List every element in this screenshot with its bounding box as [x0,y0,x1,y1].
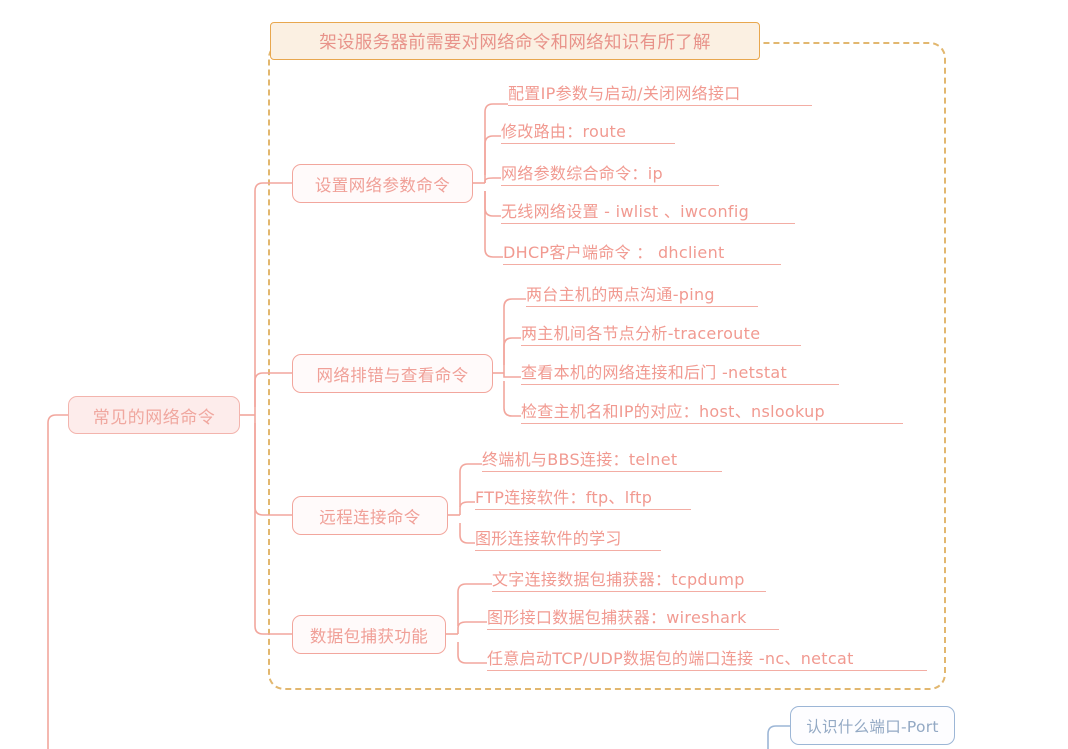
leaf-item[interactable]: 两台主机的两点沟通-ping [526,283,758,307]
leaf-label: 修改路由：route [501,122,627,141]
leaf-item[interactable]: 图形接口数据包捕获器：wireshark [487,606,779,630]
leaf-item[interactable]: 修改路由：route [501,120,675,144]
leaf-label: 配置IP参数与启动/关闭网络接口 [508,84,741,103]
leaf-item[interactable]: 无线网络设置 - iwlist 、iwconfig [501,200,795,224]
leaf-item[interactable]: 两主机间各节点分析-traceroute [521,322,801,346]
leaf-item[interactable]: DHCP客户端命令 ： dhclient [503,241,781,265]
leaf-label: 无线网络设置 - iwlist 、iwconfig [501,202,750,221]
leaf-label: 终端机与BBS连接：telnet [482,450,678,469]
branch-label: 数据包捕获功能 [309,626,429,646]
branch-node-remote-connection[interactable]: 远程连接命令 [292,496,448,535]
branch-label: 远程连接命令 [319,507,421,527]
leaf-label: 网络参数综合命令：ip [501,164,663,183]
leaf-label: 检查主机名和IP的对应：host、nslookup [521,402,825,421]
leaf-label: 任意启动TCP/UDP数据包的端口连接 -nc、netcat [487,649,854,668]
port-node-label: 认识什么端口-Port [806,717,939,736]
branch-node-network-troubleshooting[interactable]: 网络排错与查看命令 [292,354,493,393]
root-node-label: 常见的网络命令 [92,407,216,428]
leaf-item[interactable]: 检查主机名和IP的对应：host、nslookup [521,400,903,424]
leaf-label: 两台主机的两点沟通-ping [526,285,715,304]
leaf-item[interactable]: 图形连接软件的学习 [475,527,661,551]
branch-node-packet-capture[interactable]: 数据包捕获功能 [292,615,446,654]
leaf-label: DHCP客户端命令 ： dhclient [503,243,725,262]
leaf-item[interactable]: 文字连接数据包捕获器：tcpdump [492,568,766,592]
leaf-item[interactable]: FTP连接软件：ftp、lftp [475,486,691,510]
leaf-label: 查看本机的网络连接和后门 -netstat [521,363,788,382]
branch-node-network-params[interactable]: 设置网络参数命令 [292,164,473,203]
leaf-label: FTP连接软件：ftp、lftp [475,488,653,507]
root-node[interactable]: 常见的网络命令 [68,396,240,434]
leaf-item[interactable]: 查看本机的网络连接和后门 -netstat [521,361,839,385]
leaf-label: 两主机间各节点分析-traceroute [521,324,761,343]
leaf-label: 图形接口数据包捕获器：wireshark [487,608,747,627]
branch-label: 设置网络参数命令 [314,175,451,195]
leaf-item[interactable]: 配置IP参数与启动/关闭网络接口 [508,82,812,106]
branch-label: 网络排错与查看命令 [316,365,469,385]
leaf-item[interactable]: 网络参数综合命令：ip [501,162,719,186]
leaf-item[interactable]: 终端机与BBS连接：telnet [482,448,722,472]
leaf-item[interactable]: 任意启动TCP/UDP数据包的端口连接 -nc、netcat [487,647,927,671]
title-node-label: 架设服务器前需要对网络命令和网络知识有所了解 [319,32,711,53]
leaf-label: 图形连接软件的学习 [475,529,622,548]
leaf-label: 文字连接数据包捕获器：tcpdump [492,570,745,589]
title-node[interactable]: 架设服务器前需要对网络命令和网络知识有所了解 [270,22,760,60]
port-node[interactable]: 认识什么端口-Port [790,706,955,745]
